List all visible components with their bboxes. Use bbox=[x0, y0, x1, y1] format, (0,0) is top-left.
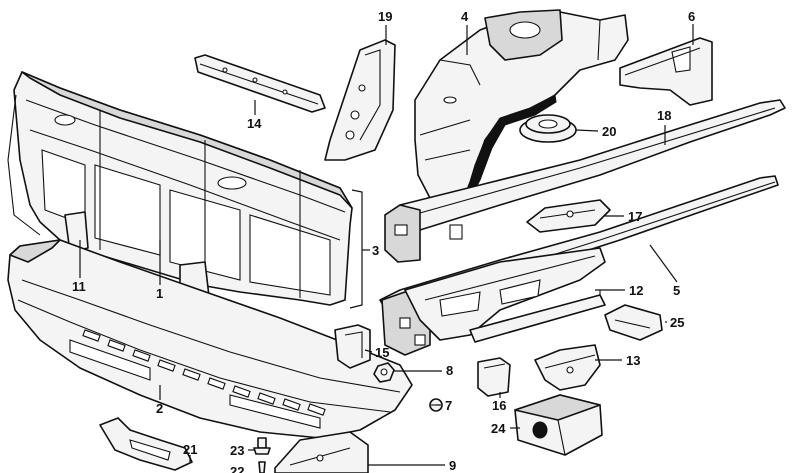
bracket-15[interactable] bbox=[334, 324, 371, 369]
leader-lines bbox=[79, 24, 694, 466]
front-apron[interactable] bbox=[7, 239, 413, 439]
nut-8[interactable] bbox=[373, 362, 395, 383]
bracket-21[interactable] bbox=[99, 417, 193, 471]
callout-15: 15 bbox=[375, 345, 389, 360]
callout-6: 6 bbox=[688, 9, 695, 24]
callout-4: 4 bbox=[461, 9, 469, 24]
screw-22[interactable] bbox=[258, 461, 266, 473]
callout-12: 12 bbox=[629, 283, 643, 298]
bracket-6[interactable] bbox=[619, 37, 713, 106]
callout-3: 3 bbox=[372, 243, 379, 258]
callout-5: 5 bbox=[673, 283, 680, 298]
callout-1: 1 bbox=[156, 286, 163, 301]
tray-9[interactable] bbox=[274, 431, 369, 473]
wheel-arch-tower[interactable] bbox=[414, 9, 629, 199]
callout-13: 13 bbox=[626, 353, 640, 368]
clip-25[interactable] bbox=[604, 304, 663, 341]
callout-19: 19 bbox=[378, 9, 392, 24]
callout-9: 9 bbox=[449, 458, 456, 473]
spring-seat[interactable] bbox=[519, 114, 577, 143]
vertical-bracket-19[interactable] bbox=[324, 39, 396, 161]
reinforcement-strip-14[interactable] bbox=[194, 54, 326, 113]
plate-17[interactable] bbox=[526, 199, 611, 233]
callout-2: 2 bbox=[156, 401, 163, 416]
callout-11: 11 bbox=[72, 279, 86, 294]
block-16[interactable] bbox=[477, 357, 511, 397]
callout-21: 21 bbox=[183, 442, 197, 457]
front-panel-frame[interactable] bbox=[7, 71, 353, 323]
bracket-13[interactable] bbox=[534, 344, 601, 391]
callout-25: 25 bbox=[670, 315, 684, 330]
screw-23[interactable] bbox=[253, 437, 271, 455]
callout-7: 7 bbox=[445, 398, 452, 413]
callout-20: 20 bbox=[602, 124, 616, 139]
cross-member-12[interactable] bbox=[404, 247, 606, 343]
upper-long-member-18[interactable] bbox=[384, 99, 786, 263]
callout-labels: 1 2 3 4 5 6 7 8 9 11 12 13 14 15 16 17 1… bbox=[72, 9, 695, 473]
support-block-24[interactable] bbox=[514, 394, 603, 456]
callout-23: 23 bbox=[230, 443, 244, 458]
callout-22: 22 bbox=[230, 464, 244, 473]
callout-14: 14 bbox=[247, 116, 262, 131]
callout-17: 17 bbox=[628, 209, 642, 224]
bracket-3-leader bbox=[349, 189, 363, 309]
callout-16: 16 bbox=[492, 398, 506, 413]
callout-8: 8 bbox=[446, 363, 453, 378]
callout-24: 24 bbox=[491, 421, 506, 436]
callout-18: 18 bbox=[657, 108, 671, 123]
